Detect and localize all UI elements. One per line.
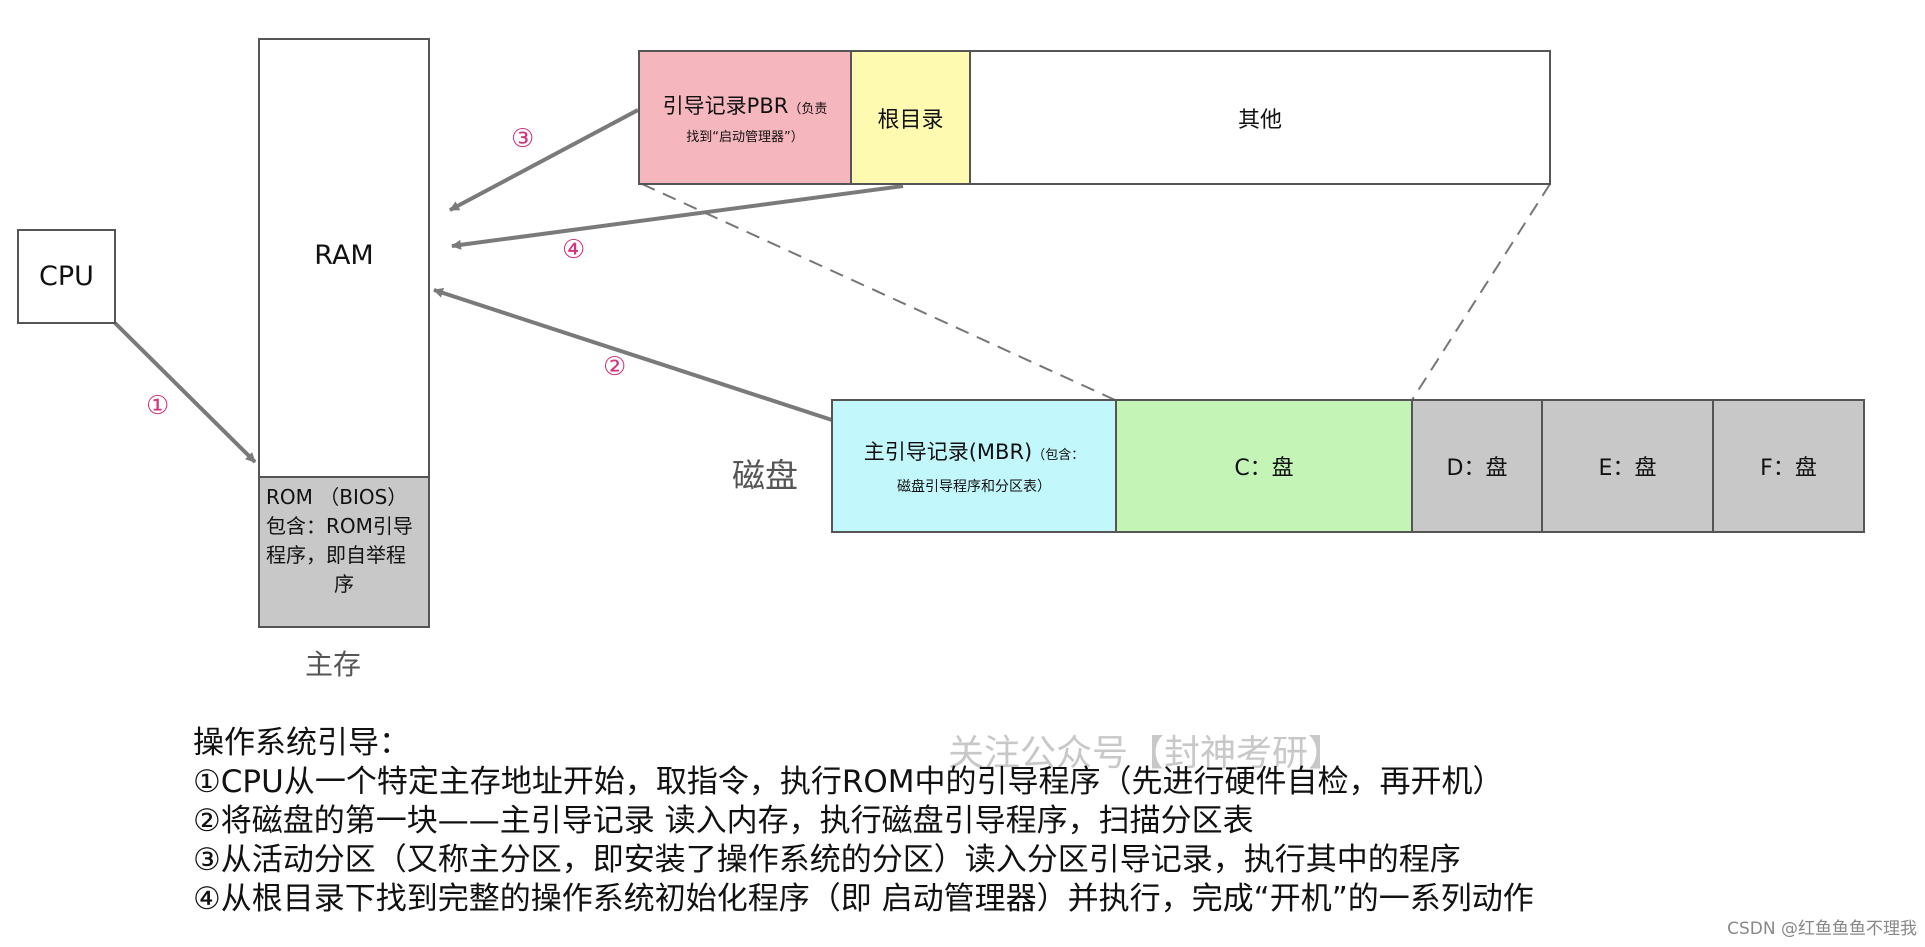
step-marker-3: ③ xyxy=(511,124,535,154)
arrow-mbr-to-ram xyxy=(433,288,833,422)
other-cell: 其他 xyxy=(971,52,1549,183)
d-drive-cell: D：盘 xyxy=(1413,401,1543,531)
e-drive-cell: E：盘 xyxy=(1543,401,1714,531)
pbr-cell: 引导记录PBR（负责 找到“启动管理器”） xyxy=(640,52,852,183)
f-drive-cell: F：盘 xyxy=(1714,401,1863,531)
partition-strip: 引导记录PBR（负责 找到“启动管理器”） 根目录 其他 xyxy=(638,50,1551,185)
mbr-note-line: （包含： xyxy=(1032,448,1085,463)
pbr-main-label: 引导记录PBR xyxy=(662,94,789,118)
mbr-cell: 主引导记录(MBR)（包含： 磁盘引导程序和分区表） xyxy=(833,401,1117,531)
cpu-box: CPU xyxy=(17,229,116,324)
rom-line: 包含：ROM引导 xyxy=(266,514,413,538)
main-memory-box: RAM ROM （BIOS） 包含：ROM引导 程序，即自举程 序 xyxy=(258,38,430,628)
rom-line: 序 xyxy=(334,572,354,596)
pbr-note-line: （负责 xyxy=(788,102,828,117)
disk-caption: 磁盘 xyxy=(732,456,798,495)
mbr-note-line: 磁盘引导程序和分区表） xyxy=(897,479,1051,495)
main-memory-caption: 主存 xyxy=(305,648,362,681)
csdn-watermark: CSDN @红鱼鱼鱼不理我 xyxy=(1727,919,1917,939)
rom-line: 程序，即自举程 xyxy=(266,543,406,567)
step-marker-2: ② xyxy=(603,352,627,382)
step-marker-4: ④ xyxy=(562,235,586,265)
step-line: ②将磁盘的第一块——主引导记录 读入内存，执行磁盘引导程序，扫描分区表 xyxy=(193,803,1254,839)
rom-line: ROM （BIOS） xyxy=(266,485,408,509)
boot-steps: 操作系统引导： ①CPU从一个特定主存地址开始，取指令，执行ROM中的引导程序（… xyxy=(193,724,1534,919)
root-dir-cell: 根目录 xyxy=(852,52,971,183)
d-drive-label: D：盘 xyxy=(1446,456,1508,481)
step-line: ④从根目录下找到完整的操作系统初始化程序（即 启动管理器）并执行，完成“开机”的… xyxy=(193,881,1534,917)
root-dir-label: 根目录 xyxy=(877,107,944,133)
c-drive-cell: C：盘 xyxy=(1117,401,1413,531)
other-label: 其他 xyxy=(1237,107,1282,133)
mbr-main-label: 主引导记录(MBR) xyxy=(863,440,1033,464)
watermark-text: 关注公众号【封神考研】 xyxy=(948,733,1345,774)
step-line: ①CPU从一个特定主存地址开始，取指令，执行ROM中的引导程序（先进行硬件自检，… xyxy=(193,764,1504,800)
c-drive-label: C：盘 xyxy=(1234,456,1294,481)
pbr-note-line: 找到“启动管理器”） xyxy=(686,130,804,145)
zoom-dash-right xyxy=(1411,183,1551,401)
disk-strip: 主引导记录(MBR)（包含： 磁盘引导程序和分区表） C：盘 D：盘 E：盘 F… xyxy=(831,399,1865,533)
f-drive-label: F：盘 xyxy=(1760,456,1817,481)
arrow-cpu-to-rom xyxy=(113,321,257,464)
arrow-pbr-to-ram xyxy=(449,108,639,212)
zoom-dash-left xyxy=(641,183,1116,401)
ram-label: RAM xyxy=(314,240,374,271)
steps-title: 操作系统引导： xyxy=(193,725,410,761)
cpu-label: CPU xyxy=(39,261,94,292)
step-line: ③从活动分区（又称主分区，即安装了操作系统的分区）读入分区引导记录，执行其中的程… xyxy=(193,842,1461,878)
e-drive-label: E：盘 xyxy=(1598,456,1657,481)
rom-section: ROM （BIOS） 包含：ROM引导 程序，即自举程 序 xyxy=(260,476,428,626)
step-marker-1: ① xyxy=(146,391,170,421)
arrow-root-to-ram xyxy=(451,184,904,250)
